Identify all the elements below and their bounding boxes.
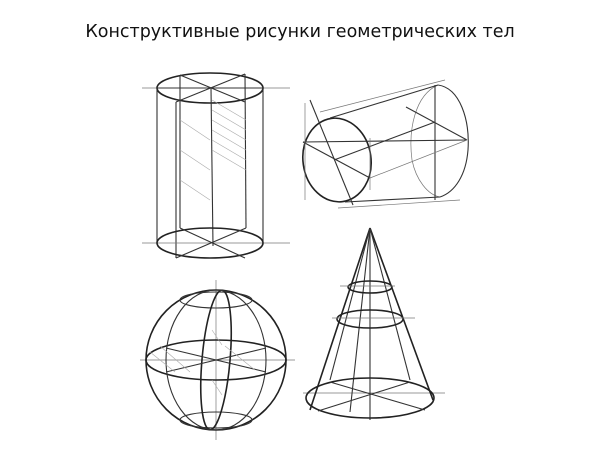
horizontal-cylinder-drawing: [302, 79, 469, 209]
cone-drawing: [303, 227, 445, 420]
vertical-cylinder-drawing: [142, 72, 290, 259]
sphere-drawing: [140, 280, 295, 440]
slide-title: Конструктивные рисунки геометрических те…: [85, 22, 515, 42]
